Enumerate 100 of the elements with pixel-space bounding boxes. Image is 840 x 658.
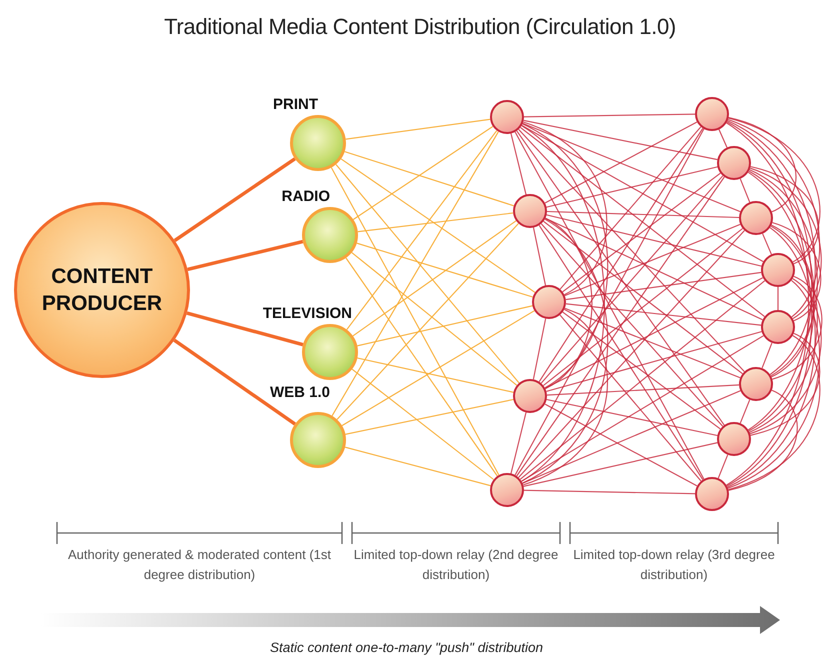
connector-line — [560, 314, 702, 482]
connector-line — [357, 305, 533, 346]
connector-line — [749, 226, 818, 433]
connector-line — [510, 412, 527, 474]
node-label: CONTENT PRODUCER — [40, 264, 164, 317]
connector-line — [524, 490, 696, 494]
connector-line — [332, 131, 499, 416]
connector-line — [544, 404, 698, 486]
connector-line — [546, 331, 762, 392]
relay-circle — [717, 146, 751, 180]
connector-line — [330, 167, 500, 476]
connector-line — [524, 114, 695, 118]
range-caption: Limited top-down relay (3rd degree distribution) — [572, 546, 776, 584]
connector-line — [727, 120, 816, 375]
connector-line — [728, 117, 796, 212]
connector-line — [564, 308, 740, 378]
connector-line — [772, 222, 822, 322]
connector-line — [546, 166, 718, 208]
connector-line — [566, 272, 762, 300]
connector-line — [772, 276, 822, 380]
connector-line — [762, 233, 772, 255]
connector-line — [750, 168, 822, 320]
relay-circle — [717, 422, 751, 456]
relay-circle — [761, 253, 795, 287]
connector-line — [750, 278, 822, 434]
relay-circle — [739, 201, 773, 235]
relay-circle — [513, 194, 547, 228]
connector-line — [726, 121, 812, 430]
relay-circle — [490, 473, 524, 507]
connector-line — [540, 175, 724, 384]
connector-line — [564, 224, 740, 296]
connector-line — [351, 252, 518, 386]
arrow-caption: Static content one-to-many "push" distribution — [270, 640, 543, 655]
connector-line — [522, 124, 764, 262]
connector-line — [532, 227, 546, 286]
connector-line — [728, 119, 820, 318]
connector-line — [522, 218, 608, 484]
connector-line — [748, 170, 815, 432]
connector-line — [186, 311, 304, 346]
connector-line — [740, 400, 750, 424]
connector-line — [174, 157, 296, 242]
connector-line — [510, 133, 527, 195]
connector-line — [346, 118, 490, 140]
connector-line — [352, 220, 516, 336]
connector-line — [727, 227, 816, 488]
connector-line — [540, 223, 724, 427]
relay-circle — [513, 379, 547, 413]
connector-line — [726, 122, 810, 486]
connector-line — [728, 335, 820, 490]
connector-line — [718, 454, 728, 478]
connector-line — [520, 280, 766, 480]
connector-line — [344, 446, 491, 486]
connector-line — [524, 120, 718, 160]
connector-line — [521, 125, 605, 482]
connector-line — [728, 390, 798, 491]
connector-line — [342, 310, 535, 426]
connector-line — [516, 176, 725, 476]
connector-line — [560, 126, 702, 290]
node-label: WEB 1.0 — [270, 384, 330, 401]
title: Traditional Media Content Distribution (Circulation 1.0) — [163, 14, 677, 40]
node-label: TELEVISION — [262, 305, 352, 322]
connector-line — [728, 280, 820, 489]
range-caption: Limited top-down relay (2nd degree distribution) — [352, 546, 560, 584]
connector-line — [545, 218, 763, 320]
connector-line — [538, 225, 704, 480]
connector-line — [777, 287, 779, 310]
connector-line — [546, 214, 762, 267]
connector-line — [523, 308, 608, 486]
connector-line — [546, 384, 740, 396]
connector-line — [718, 129, 728, 148]
connector-line — [545, 218, 592, 390]
connector-line — [762, 342, 772, 368]
connector-line — [344, 151, 514, 206]
connector-line — [771, 224, 814, 378]
connector-line — [173, 338, 296, 426]
connector-line — [562, 172, 721, 292]
connector-line — [520, 126, 765, 318]
connector-line — [346, 130, 498, 330]
connector-line — [740, 178, 750, 202]
connector-line — [546, 210, 740, 218]
connector-line — [750, 166, 820, 264]
connector-line — [532, 318, 546, 380]
connector-line — [546, 398, 718, 436]
connector-line — [523, 442, 718, 487]
relay-circle — [761, 310, 795, 344]
connector-line — [336, 164, 520, 384]
relay-circle — [532, 285, 566, 319]
connector-line — [352, 368, 494, 480]
connector-line — [346, 258, 498, 476]
connector-line — [522, 390, 741, 484]
connector-line — [518, 230, 745, 478]
connector-line — [750, 332, 820, 436]
connector-line — [562, 312, 721, 430]
connector-line — [518, 129, 745, 372]
connector-line — [357, 357, 514, 393]
connector-line — [345, 398, 514, 435]
connector-line — [522, 123, 608, 388]
relay-circle — [695, 477, 729, 511]
range-caption: Authority generated & moderated content (1st degree distribution) — [66, 546, 332, 584]
connector-line — [187, 240, 304, 272]
